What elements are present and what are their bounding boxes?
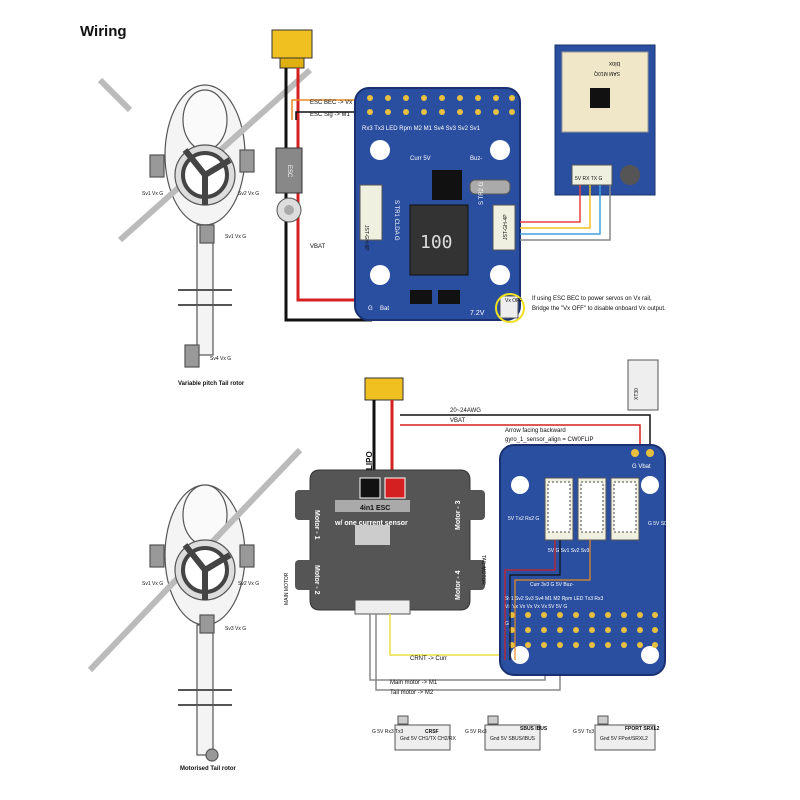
bottom-esc-subtitle: w/ one current sensor xyxy=(334,520,408,527)
bottom-fc-pad-rows xyxy=(509,612,658,648)
bottom-lipo-label: LIPO xyxy=(365,451,374,470)
bottom-tail-motor: TAIL MOTOR xyxy=(480,555,486,585)
top-esc-sig-label: ESC Sig -> M1 xyxy=(310,112,351,118)
receiver-fport-labels: Gnd 5V FPort/SRXL2 xyxy=(600,736,648,742)
bottom-flight-controller xyxy=(499,444,666,676)
bottom-wire-gauge: 20~24AWG xyxy=(450,408,481,414)
bottom-crnt-wire xyxy=(389,614,520,656)
top-vbat-wire xyxy=(296,68,372,302)
receiver-sbus xyxy=(484,715,541,751)
bottom-fc-right-pins: G 5V SDA SCL Rx1 Tx1 5V xyxy=(648,521,710,527)
bottom-helicopter xyxy=(87,447,303,762)
bottom-fc-vbat: G Vbat xyxy=(632,464,651,470)
gps-wire-rx xyxy=(520,185,591,229)
top-fc-pads xyxy=(367,95,515,115)
gps-pins: 5V RX TX G xyxy=(575,176,603,182)
top-servo3-label: Sv1 Vx G xyxy=(225,234,246,240)
bottom-main-label: Main motor -> M1 xyxy=(390,680,438,686)
bottom-motor3: Motor - 3 xyxy=(455,500,462,530)
bottom-20awg-ground xyxy=(400,414,651,445)
receiver-crsf-labels: Gnd 5V CH1/TX CH2/RX xyxy=(400,736,457,742)
bottom-fc-header-row1: Sv1 Sv2 Sv3 Sv4 M1 M2 Rpm LED Tx3 Rx3 xyxy=(505,596,603,602)
top-fc-right-header-label: JST-GH-4P xyxy=(503,214,509,240)
bottom-xt-connector xyxy=(364,377,404,401)
bottom-servo-wire-black xyxy=(509,540,561,660)
receiver-sbus-pins: G 5V Rx3 xyxy=(465,729,487,735)
bottom-4in1-esc xyxy=(295,469,485,615)
bottom-servo3-label: Sv3 Vx G xyxy=(225,626,246,632)
bottom-fc-header-row2: Vx Vx Vx Vx Vx Vx 5V 5V G xyxy=(505,604,567,610)
top-note-line2: Bridge the "Vx OFF" to disable onboard V… xyxy=(532,306,666,312)
receiver-sbus-name: SBUS IBUS xyxy=(520,726,548,732)
top-servo4-label: Sv4 Vx G xyxy=(210,356,231,362)
bottom-xt30-connector xyxy=(627,359,659,411)
bottom-motor1: Motor - 1 xyxy=(313,510,320,540)
top-vx-off: Vx OFF xyxy=(505,298,522,304)
page-title: Wiring xyxy=(80,23,127,40)
top-servo1-label: Sv1 Vx G xyxy=(142,191,163,197)
receiver-fport-pins: G 5V Tx3 xyxy=(573,729,594,735)
gps-wire-g xyxy=(520,185,611,241)
bottom-fc-servo-labels: 5V G Sv1 Sv2 Sv3 xyxy=(548,548,590,554)
top-flight-controller: 100 xyxy=(354,87,525,323)
top-inductor-label: 100 xyxy=(420,232,453,253)
gps-module xyxy=(554,44,656,196)
bottom-fc-mid-row: Curr 3v3 G 5V Buz- xyxy=(530,582,574,588)
bottom-servo1-label: Sv1 Vx G xyxy=(142,581,163,587)
bottom-heli-caption: Motorised Tail rotor xyxy=(180,766,237,772)
bottom-fc-left-pins: 5V Tx2 Rx2 G xyxy=(508,516,539,522)
bottom-tail-label: Tail motor -> M2 xyxy=(390,690,434,696)
top-vbat-label: VBAT xyxy=(310,244,326,250)
top-helicopter xyxy=(97,67,313,368)
gps-brand: blox xyxy=(609,60,620,66)
bottom-main-motor: MAIN MOTOR xyxy=(284,572,290,605)
bottom-crnt-label: CRNT -> Curr xyxy=(410,656,447,662)
top-esc-bec-label: ESC BEC -> Vx xyxy=(310,100,352,106)
bottom-20awg-vbat xyxy=(400,424,641,445)
receiver-crsf-name: CRSF xyxy=(425,729,439,735)
gps-model: SAM M10Q xyxy=(594,70,620,76)
top-fc-bottom-bat: Bat xyxy=(380,306,389,312)
bottom-servo-wire-orange xyxy=(514,540,591,660)
top-xt-connector xyxy=(271,29,313,69)
top-esc-sig-wire xyxy=(295,111,365,120)
gps-wire-tx xyxy=(520,185,601,235)
top-note-line1: If using ESC BEC to power servos on Vx r… xyxy=(532,296,652,302)
gps-wire-5v xyxy=(520,185,581,223)
top-esc: ESC xyxy=(275,147,303,223)
receiver-crsf-pins: G 5V Rx3 Tx3 xyxy=(372,729,404,735)
top-servo2-label: Sv2 Vx G xyxy=(238,191,259,197)
bottom-motor2: Motor - 2 xyxy=(313,565,320,595)
bottom-esc-title: 4in1 ESC xyxy=(360,505,390,512)
receiver-fport-name: FPORT SRXL2 xyxy=(625,726,660,732)
bottom-arrow-note2: gyro_1_sensor_align = CW0FLIP xyxy=(505,437,594,443)
top-fc-mid-left: S TR1 CLDA G xyxy=(393,200,399,241)
bottom-fc-header-row3: G xyxy=(505,621,509,627)
bottom-xt30-label: XT30 xyxy=(634,388,640,400)
bottom-vbat-label: VBAT xyxy=(450,418,466,424)
bottom-servo-wire-red xyxy=(504,540,556,660)
receiver-fport xyxy=(594,715,656,751)
receiver-crsf xyxy=(394,715,451,751)
top-fc-buz: Buz- xyxy=(470,156,482,162)
top-fc-bottom-g: G xyxy=(368,306,373,312)
top-fc-mid-right: S TR2 G xyxy=(479,181,485,205)
top-fc-voltage: 7.2V xyxy=(470,310,485,317)
bottom-servo2-label: Sv2 Vx G xyxy=(238,581,259,587)
receiver-sbus-labels: Gnd 5V SBUS/IBUS xyxy=(490,736,536,742)
top-fc-curr: Curr 5V xyxy=(410,156,431,162)
top-esc-bec-wire xyxy=(291,99,365,120)
top-esc-label: ESC xyxy=(286,165,292,178)
top-fc-left-header-label: JST-GH-6P xyxy=(363,225,369,251)
top-heli-caption: Variable pitch Tail rotor xyxy=(178,381,245,387)
top-fc-pin-row: Rx3 Tx3 LED Rpm M2 M1 Sv4 Sv3 Sv2 Sv1 xyxy=(362,126,481,132)
bottom-motor4: Motor - 4 xyxy=(455,570,462,600)
bottom-arrow-note1: Arrow facing backward xyxy=(505,428,566,434)
